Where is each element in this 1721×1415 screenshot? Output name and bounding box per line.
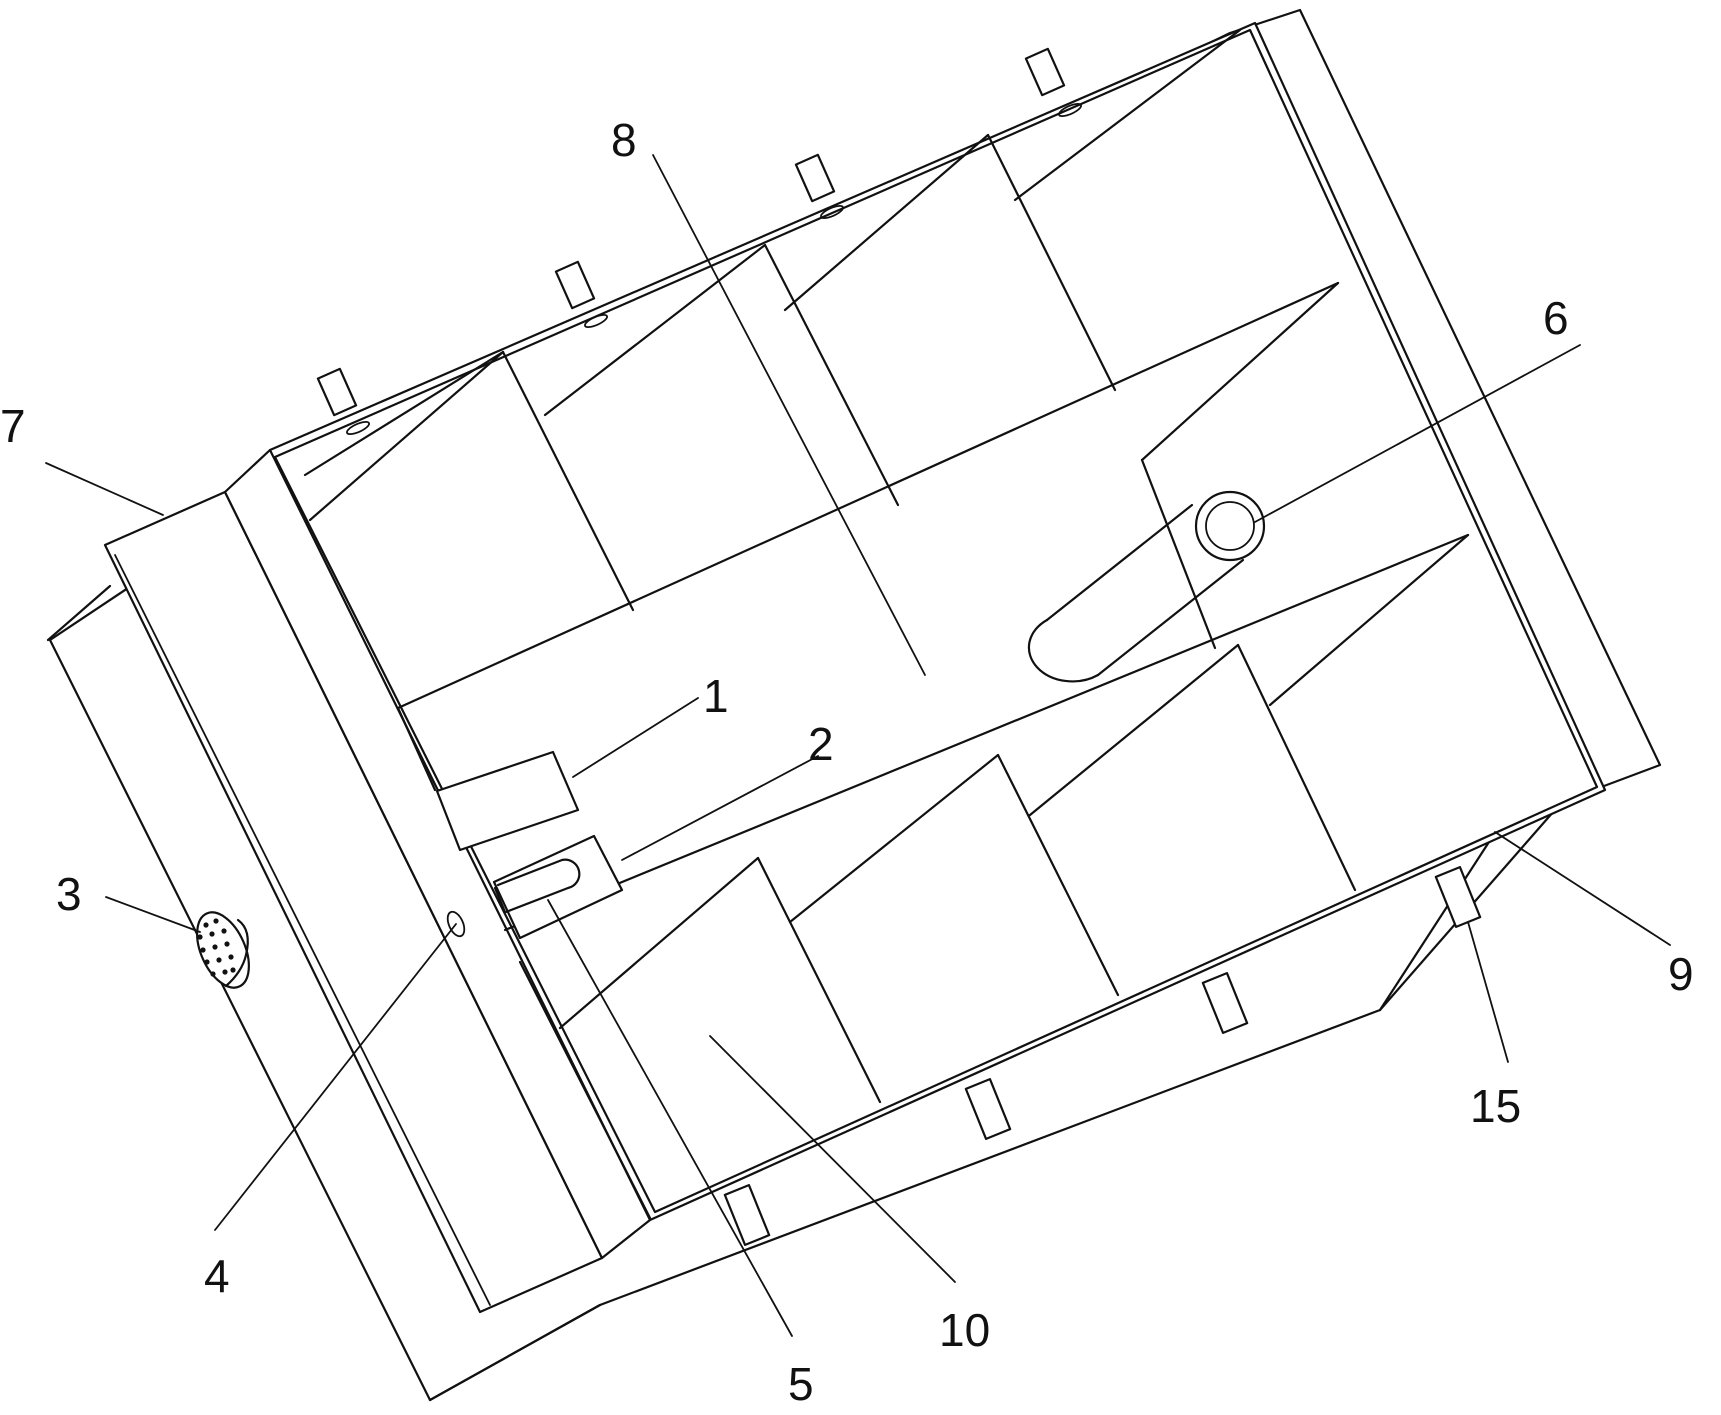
compartments-top [303, 28, 1340, 710]
bottom-pin [1201, 971, 1249, 1035]
plate-2 [492, 834, 624, 940]
top-pin [316, 367, 370, 435]
hole [446, 910, 466, 938]
leader-6 [1254, 344, 1581, 523]
callout-6: 6 [1543, 292, 1569, 344]
screen-holes [197, 918, 236, 977]
leader-2 [621, 755, 819, 861]
compartments-bottom [518, 533, 1470, 1220]
center-channel [396, 458, 1470, 932]
leader-1 [572, 697, 699, 778]
top-pin [1024, 47, 1082, 117]
bottom-pin [964, 1077, 1012, 1141]
screen-disc [196, 911, 250, 989]
rod-5 [493, 858, 581, 914]
top-pins [316, 47, 1082, 435]
leader-lines [45, 154, 1671, 1337]
callout-9: 9 [1668, 948, 1694, 1000]
callout-3: 3 [56, 868, 82, 920]
leader-10 [709, 1035, 956, 1283]
leader-8 [652, 154, 926, 676]
plate-1 [435, 750, 580, 852]
callout-8: 8 [611, 114, 637, 166]
callout-10: 10 [939, 1304, 990, 1356]
top-pin [794, 153, 844, 219]
callout-5: 5 [788, 1358, 814, 1410]
callout-4: 4 [204, 1250, 230, 1302]
tube [1027, 490, 1266, 683]
leader-5 [547, 899, 793, 1337]
callout-1: 1 [703, 670, 729, 722]
bottom-pin [723, 1183, 771, 1247]
leader-4 [214, 923, 457, 1231]
leader-7 [45, 462, 164, 516]
callout-7: 7 [0, 400, 26, 452]
top-pin [554, 260, 608, 328]
callout-2: 2 [808, 718, 834, 770]
bottom-pins [723, 865, 1482, 1247]
end-cap [46, 448, 652, 1314]
leader-15 [1467, 921, 1509, 1063]
callouts: 1 2 3 4 5 6 7 8 9 10 15 [0, 114, 1694, 1410]
leader-9 [1494, 831, 1671, 946]
leader-3 [105, 896, 201, 933]
callout-15: 15 [1470, 1080, 1521, 1132]
